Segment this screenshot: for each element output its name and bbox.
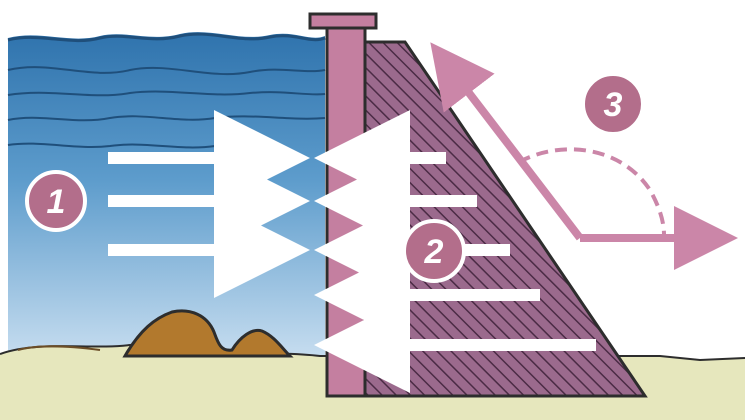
water-pressure-arrows [108,110,310,298]
marker-3-label: 3 [604,86,623,124]
marker-2: 2 [402,219,466,283]
angle-arrows [430,42,738,270]
marker-2-label: 2 [424,233,444,271]
angle-arc [518,147,666,236]
marker-1-label: 1 [47,183,66,221]
slope-arrow [430,42,584,241]
rocks [17,309,294,358]
dam-resistance-arrows [314,110,596,393]
dam-cap [308,12,378,30]
marker-3: 3 [581,72,645,136]
marker-1: 1 [25,170,87,232]
